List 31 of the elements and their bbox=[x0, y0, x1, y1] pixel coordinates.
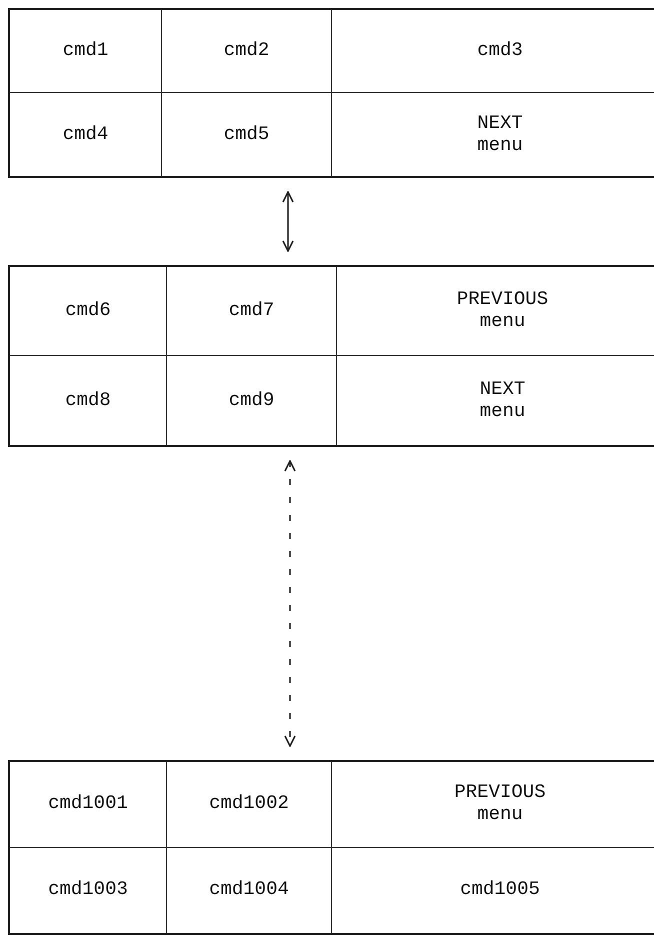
command-label: cmd1002 bbox=[209, 793, 289, 816]
command-label: cmd4 bbox=[62, 124, 108, 146]
command-label: cmd5 bbox=[224, 124, 270, 146]
command-label: cmd1004 bbox=[209, 879, 289, 902]
command-label: cmd2 bbox=[224, 40, 270, 62]
menu-cell bbox=[167, 762, 332, 848]
menu-cell bbox=[167, 848, 332, 933]
command-label: NEXT menu bbox=[476, 112, 524, 156]
double-arrow bbox=[282, 191, 294, 252]
menu-cell bbox=[167, 267, 337, 356]
command-label: cmd1001 bbox=[48, 793, 128, 816]
menu-cell bbox=[162, 10, 332, 93]
menu-table bbox=[8, 8, 654, 178]
command-label: cmd7 bbox=[228, 300, 274, 322]
menu-cell bbox=[10, 762, 167, 848]
menu-cell bbox=[10, 10, 162, 93]
menu-cell bbox=[10, 848, 167, 933]
command-label: cmd1005 bbox=[460, 879, 540, 902]
command-label: cmd6 bbox=[65, 300, 111, 322]
command-label: PREVIOUS menu bbox=[453, 782, 547, 826]
menu-table bbox=[8, 265, 654, 447]
command-label: PREVIOUS menu bbox=[456, 289, 550, 333]
command-label: cmd1003 bbox=[48, 879, 128, 902]
command-label: cmd9 bbox=[228, 390, 274, 412]
double-arrow bbox=[284, 460, 296, 747]
menu-table bbox=[8, 760, 654, 935]
command-label: cmd8 bbox=[65, 390, 111, 412]
menu-cell bbox=[10, 267, 167, 356]
command-label: cmd3 bbox=[477, 40, 523, 62]
command-label: NEXT menu bbox=[478, 378, 526, 422]
command-label: cmd1 bbox=[62, 40, 108, 62]
